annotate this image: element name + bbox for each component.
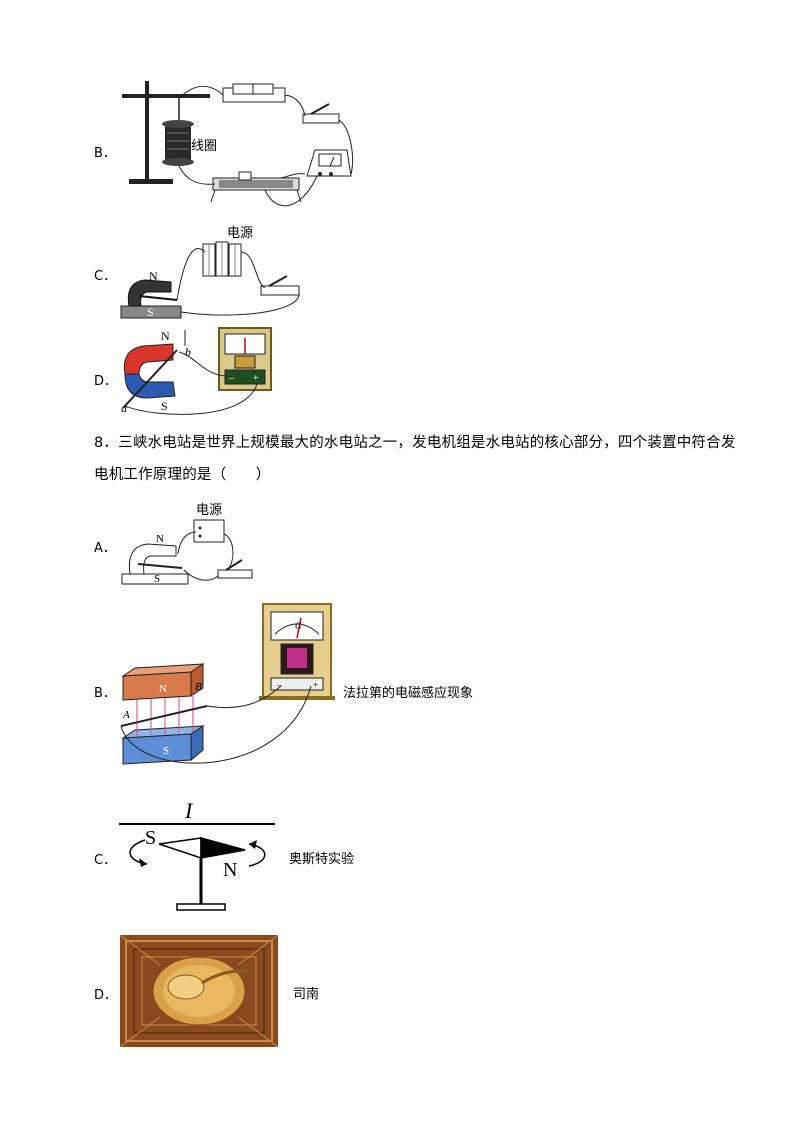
switch-icon bbox=[260, 275, 300, 296]
q7-option-c-figure: 电源 N S bbox=[120, 225, 300, 319]
q7-option-d-label: D． bbox=[94, 374, 118, 389]
svg-text:–: – bbox=[228, 373, 235, 384]
q7-option-d-figure: N S a b – + bbox=[121, 327, 272, 415]
rotation-arrow-right bbox=[248, 843, 266, 867]
battery-icon bbox=[222, 83, 286, 103]
current-label: I bbox=[184, 798, 194, 823]
s-pole-label: S bbox=[147, 305, 154, 319]
n-pole-label: N bbox=[156, 533, 164, 545]
b-label: B bbox=[195, 681, 202, 693]
s-pole-label: S bbox=[145, 827, 156, 849]
u-magnet-icon bbox=[123, 343, 176, 399]
s-pole-label: S bbox=[154, 573, 160, 585]
compass-needle-icon bbox=[158, 837, 246, 860]
bar-magnet-top-icon bbox=[121, 663, 205, 701]
q8-option-a-figure: 电源 N S bbox=[121, 502, 253, 585]
q7-option-b-label: B． bbox=[94, 146, 116, 161]
q7-option-c-label: C． bbox=[94, 269, 117, 284]
coil-label: 线圈 bbox=[191, 138, 217, 153]
n-pole-label: N bbox=[161, 329, 170, 343]
q8-option-d-label: D． bbox=[94, 988, 118, 1003]
q8-option-c-caption: 奥斯特实验 bbox=[289, 852, 355, 867]
horseshoe-magnet-icon bbox=[120, 279, 182, 319]
s-pole-label: S bbox=[163, 745, 169, 757]
galvanometer-icon: – + bbox=[259, 603, 335, 700]
q8-option-b-label: B． bbox=[94, 686, 116, 701]
power-label: 电源 bbox=[196, 502, 222, 517]
q8-option-b-figure: – + G N S A B bbox=[120, 603, 335, 765]
stand-base bbox=[129, 179, 173, 184]
q8-option-a-label: A． bbox=[94, 541, 116, 556]
coil-icon bbox=[162, 120, 194, 166]
n-pole-label: N bbox=[223, 859, 237, 881]
galvanometer-icon: – + bbox=[218, 327, 272, 391]
q8-option-b-caption: 法拉第的电磁感应现象 bbox=[343, 686, 474, 701]
stand-pole bbox=[145, 81, 149, 181]
svg-text:+: + bbox=[253, 373, 259, 384]
s-pole-label: S bbox=[161, 399, 168, 413]
svg-text:+: + bbox=[313, 680, 318, 690]
g-label: G bbox=[295, 621, 302, 631]
q7-option-b-figure: 线圈 bbox=[122, 81, 353, 207]
switch-icon bbox=[217, 559, 253, 579]
q8-option-d-caption: 司南 bbox=[293, 987, 320, 1002]
n-pole-label: N bbox=[149, 269, 158, 283]
power-supply-icon bbox=[193, 519, 225, 543]
q8-option-c-label: C． bbox=[94, 853, 117, 868]
a-label: a bbox=[121, 401, 127, 415]
conductor-rod bbox=[122, 349, 178, 409]
q8-stem-line2: 电机工作原理的是（ ） bbox=[94, 467, 271, 483]
q8-stem-line1: 8．三峡水电站是世界上规模最大的水电站之一，发电机组是水电站的核心部分，四个装置… bbox=[94, 435, 736, 451]
sinan-compass-photo bbox=[120, 935, 278, 1047]
q8-option-c-figure: I S N bbox=[119, 798, 275, 911]
svg-text:–: – bbox=[276, 680, 282, 690]
spoon-icon bbox=[167, 969, 251, 1000]
switch-icon bbox=[302, 103, 340, 124]
meter-icon bbox=[306, 149, 352, 177]
battery-pack-icon bbox=[202, 241, 242, 277]
stand-base bbox=[176, 903, 226, 911]
stand-crossbar bbox=[122, 94, 210, 98]
a-label: A bbox=[122, 709, 130, 721]
b-label: b bbox=[185, 345, 191, 359]
n-pole-label: N bbox=[159, 683, 167, 695]
conductor-ab bbox=[120, 705, 208, 727]
bar-magnet-bottom-icon bbox=[121, 725, 205, 765]
power-label: 电源 bbox=[227, 225, 253, 240]
horseshoe-magnet-icon bbox=[121, 543, 189, 585]
